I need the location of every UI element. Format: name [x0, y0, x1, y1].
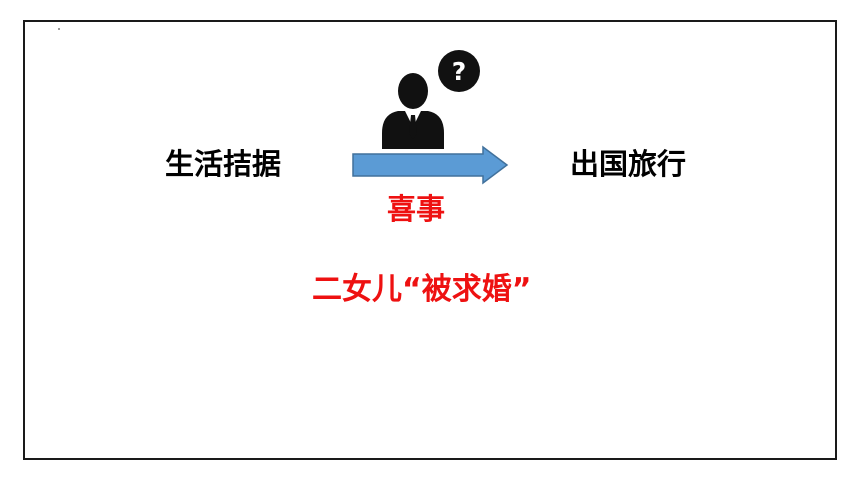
event-label: 喜事 [387, 192, 446, 226]
question-mark: ? [452, 57, 467, 86]
right-label: 出国旅行 [570, 147, 687, 181]
speck-mark [58, 28, 60, 30]
person-head [398, 73, 428, 109]
person-tie [409, 115, 417, 139]
left-label: 生活拮据 [165, 147, 282, 181]
slide-frame [23, 20, 837, 460]
bottom-label: 二女儿“被求婚” [312, 272, 532, 307]
person-question-icon: ? [382, 50, 480, 149]
arrow-shape [352, 145, 509, 185]
right-arrow-icon [352, 145, 509, 185]
question-bubble [438, 50, 480, 92]
